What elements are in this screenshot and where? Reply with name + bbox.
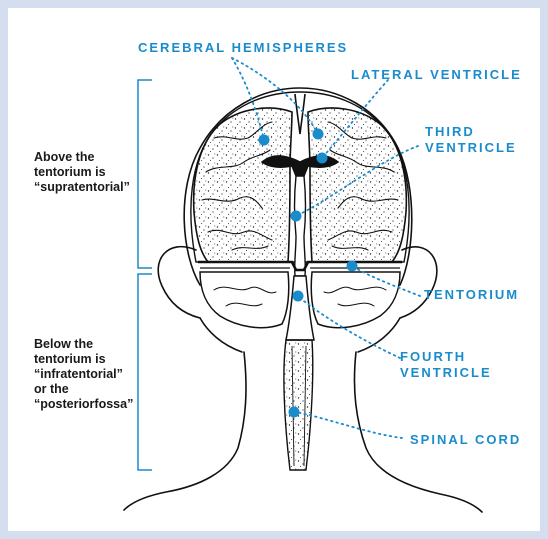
dot-tentorium — [347, 261, 358, 272]
infratentorial-line1: Below the — [34, 337, 133, 352]
label-lateral-ventricle: LATERAL VENTRICLE — [351, 67, 522, 83]
supratentorial-line1: Above the — [34, 150, 130, 165]
label-spinal-cord: SPINAL CORD — [410, 432, 521, 448]
label-infratentorial: Below the tentorium is “infratentorial” … — [34, 337, 133, 412]
brainstem — [286, 276, 314, 340]
label-fourth-ventricle-line1: FOURTH — [400, 349, 492, 365]
dot-left-hemisphere — [259, 135, 270, 146]
dot-fourth-ventricle — [293, 291, 304, 302]
supratentorial-line3: “supratentorial” — [34, 180, 130, 195]
falx — [295, 94, 305, 134]
dot-lateral-ventricle — [317, 153, 328, 164]
label-third-ventricle-line1: THIRD — [425, 124, 517, 140]
infratentorial-line3: “infratentorial” — [34, 367, 133, 382]
infratentorial-line5: “posteriorfossa” — [34, 397, 133, 412]
left-cerebellum — [200, 272, 289, 328]
label-third-ventricle-line2: VENTRICLE — [425, 140, 517, 156]
label-fourth-ventricle: FOURTH VENTRICLE — [400, 349, 492, 381]
region-brackets — [138, 80, 152, 470]
third-ventricle-shape — [295, 176, 306, 276]
dot-spinal-cord — [289, 407, 300, 418]
label-cerebral-hemispheres: CEREBRAL HEMISPHERES — [138, 40, 348, 56]
left-hemisphere — [194, 108, 292, 262]
right-hemisphere — [308, 108, 406, 262]
label-fourth-ventricle-line2: VENTRICLE — [400, 365, 492, 381]
dot-third-ventricle — [291, 211, 302, 222]
label-supratentorial: Above the tentorium is “supratentorial” — [34, 150, 130, 195]
right-cerebellum — [311, 272, 400, 328]
label-third-ventricle: THIRD VENTRICLE — [425, 124, 517, 156]
dot-right-hemisphere — [313, 129, 324, 140]
supratentorial-line2: tentorium is — [34, 165, 130, 180]
label-tentorium: TENTORIUM — [424, 287, 519, 303]
spinal-cord-shape — [284, 340, 313, 470]
infratentorial-line2: tentorium is — [34, 352, 133, 367]
infratentorial-line4: or the — [34, 382, 133, 397]
